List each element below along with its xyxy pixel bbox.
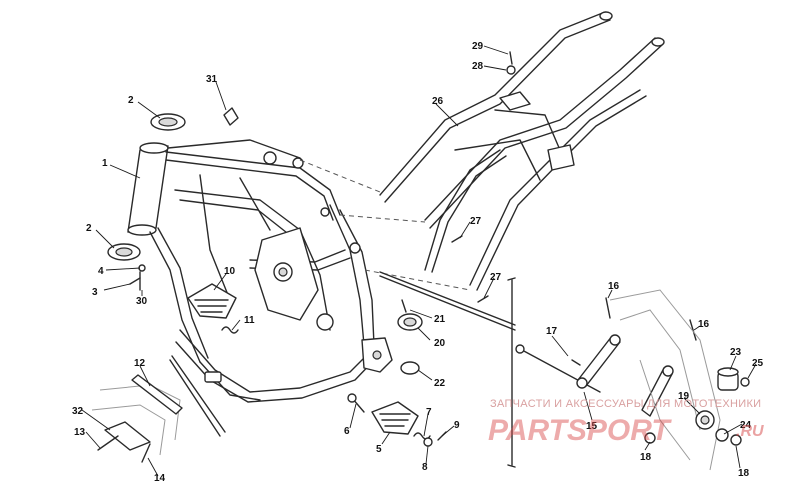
callout-28: 28 (472, 61, 484, 72)
screw-3 (129, 277, 141, 285)
callout-20: 20 (434, 338, 446, 349)
callout-18-right: 18 (738, 468, 750, 479)
washer-24 (715, 428, 729, 442)
callout-15: 15 (586, 421, 598, 432)
callout-2-bottom: 2 (86, 223, 92, 234)
callout-25: 25 (752, 358, 764, 369)
callout-labels: 1 2 2 3 4 5 6 7 8 9 10 11 12 13 14 15 16… (72, 41, 764, 484)
collar-20 (397, 313, 423, 331)
callout-12: 12 (134, 358, 146, 369)
callout-6: 6 (344, 426, 350, 437)
footrest-right (371, 401, 419, 435)
callout-18-left: 18 (640, 452, 652, 463)
bolt-16a (605, 297, 611, 319)
bearing-bottom (107, 243, 141, 261)
watermark-suffix: .RU (736, 423, 764, 440)
washer-25 (740, 377, 750, 387)
callout-19: 19 (678, 391, 690, 402)
callout-9: 9 (454, 420, 460, 431)
callout-16-right: 16 (698, 319, 710, 330)
callout-24: 24 (740, 420, 752, 431)
watermark-logo: PARTSPORT (488, 414, 672, 447)
callout-17: 17 (546, 326, 558, 337)
callout-27-top: 27 (470, 216, 482, 227)
callout-8: 8 (422, 462, 428, 473)
callout-2-top: 2 (128, 95, 134, 106)
bolt-16b (689, 319, 697, 341)
bolt-13 (97, 435, 119, 451)
rear-linkage-area (379, 271, 750, 471)
callout-14: 14 (154, 473, 166, 484)
side-stand-area (91, 374, 183, 463)
bracket-12 (131, 374, 183, 415)
callout-29: 29 (472, 41, 484, 52)
bolt-14 (141, 443, 151, 463)
nut-17 (571, 359, 581, 366)
callout-26: 26 (432, 96, 444, 107)
nut-18b (730, 434, 742, 446)
nut-18a (644, 432, 656, 444)
callout-5: 5 (376, 444, 382, 455)
callout-30: 30 (136, 296, 148, 307)
watermark-tagline: ЗАПЧАСТИ И АКСЕССУАРЫ ДЛЯ МОТОТЕХНИКИ (490, 398, 761, 410)
bolt-27b (477, 295, 489, 303)
bush-23 (717, 367, 739, 391)
callout-21: 21 (434, 314, 446, 325)
callout-31: 31 (206, 74, 218, 85)
washer-8 (423, 437, 433, 447)
main-frame (127, 139, 393, 403)
bolt-29 (509, 51, 513, 65)
clip-31 (223, 107, 239, 126)
callout-27-bottom: 27 (490, 272, 502, 283)
callout-11: 11 (244, 315, 255, 326)
nut-28 (506, 65, 516, 75)
callout-16-left: 16 (608, 281, 620, 292)
callout-7: 7 (426, 407, 432, 418)
callout-3: 3 (92, 287, 98, 298)
callout-1: 1 (102, 158, 108, 169)
callout-32: 32 (72, 406, 84, 417)
steering-head-tube (127, 145, 169, 233)
callout-10: 10 (224, 266, 236, 277)
bearing-top (150, 113, 186, 131)
cap-22 (400, 361, 420, 375)
callout-13: 13 (74, 427, 86, 438)
callout-4: 4 (98, 266, 104, 277)
callout-23: 23 (730, 347, 742, 358)
rear-subframe (379, 11, 665, 291)
footrest-left (187, 283, 239, 334)
plate-32 (104, 421, 151, 451)
screw-21 (401, 299, 407, 313)
watermark: ЗАПЧАСТИ И АКСЕССУАРЫ ДЛЯ МОТОТЕХНИКИ PA… (488, 398, 764, 447)
leader-lines (81, 45, 757, 477)
callout-22: 22 (434, 378, 446, 389)
